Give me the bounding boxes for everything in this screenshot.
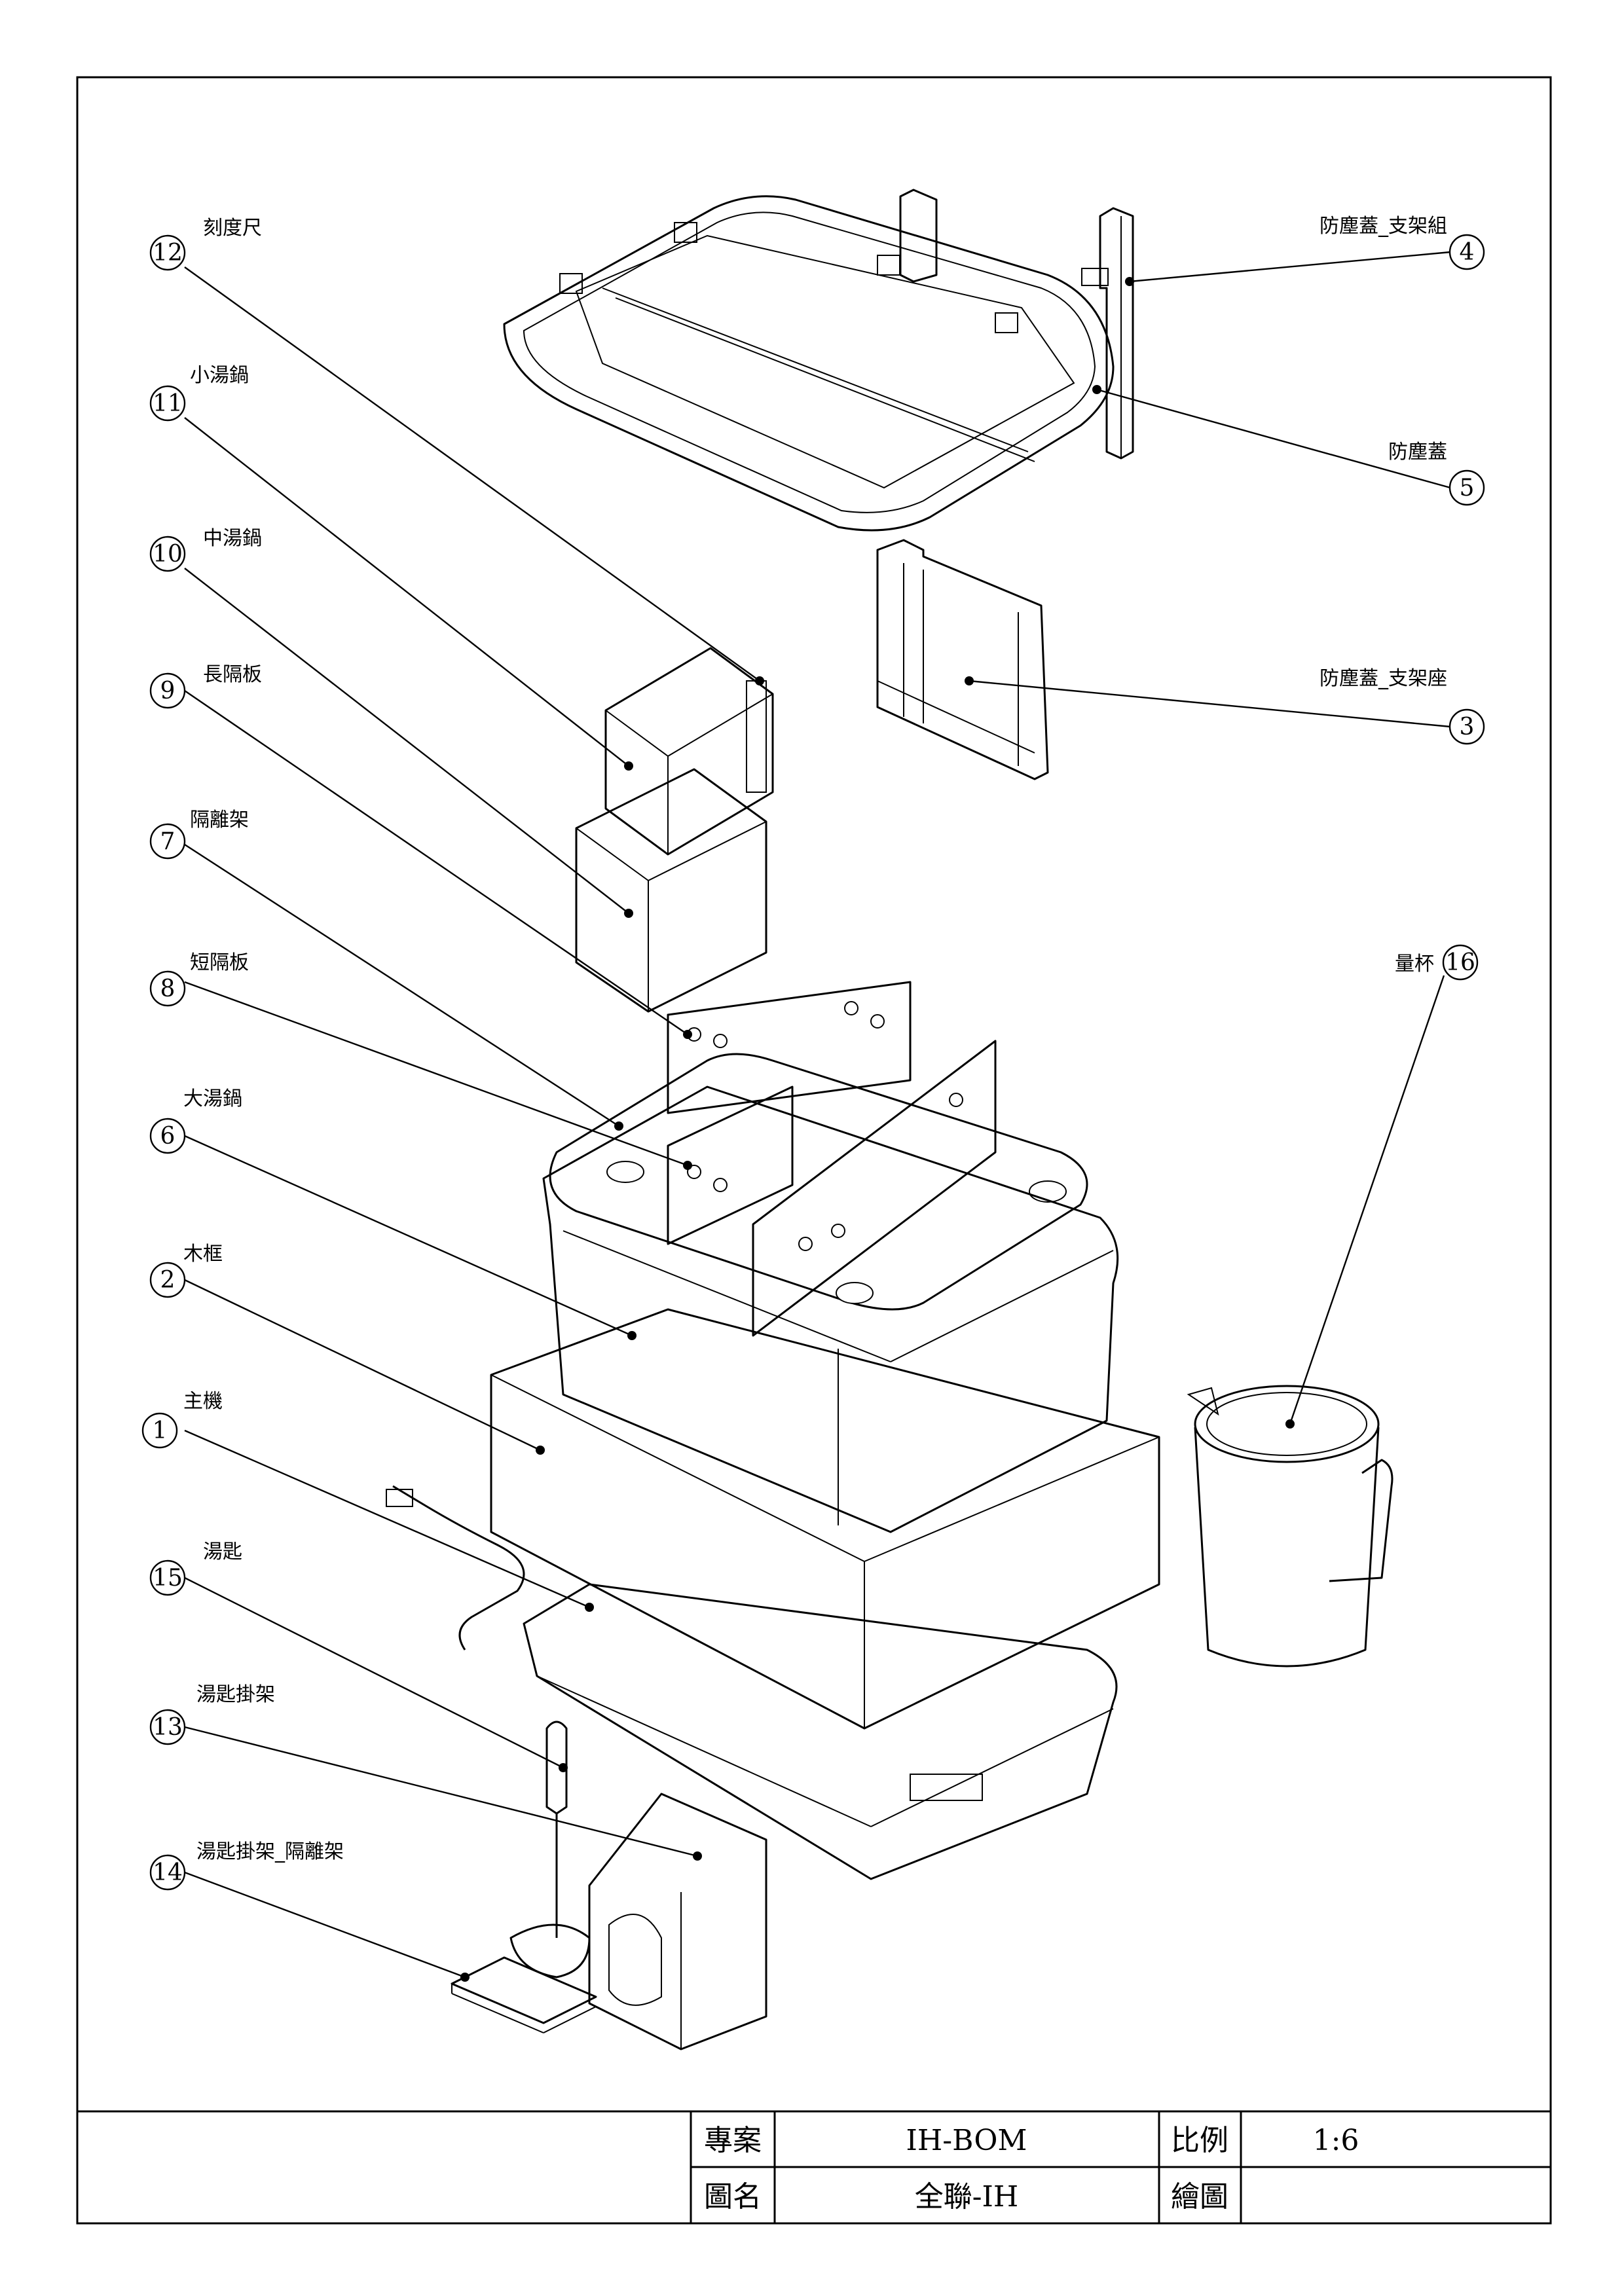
ladle-rack-tray (451, 1956, 597, 2033)
svg-text:13: 13 (153, 1714, 183, 1741)
callout-label: 隔離架 (190, 809, 249, 831)
callout-label: 防塵蓋 (1388, 441, 1447, 464)
callout-label: 刻度尺 (203, 217, 262, 240)
callout-2: 2 木框 (149, 1243, 223, 1298)
svg-text:3: 3 (1460, 714, 1475, 740)
callout-13: 13 湯匙掛架 (149, 1683, 275, 1745)
svg-text:1: 1 (153, 1417, 168, 1444)
long-divider (667, 981, 912, 1114)
svg-text:8: 8 (160, 975, 175, 1002)
callout-label: 湯匙掛架_隔離架 (196, 1840, 344, 1863)
callout-label: 長隔板 (203, 663, 262, 686)
callout-3: 3 防塵蓋_支架座 (1320, 667, 1485, 745)
dust-cover-lid (503, 189, 1115, 532)
ladle-hanger (588, 1793, 767, 2050)
svg-text:9: 9 (160, 678, 175, 704)
svg-text:15: 15 (153, 1565, 183, 1592)
callout-label: 防塵蓋_支架組 (1320, 215, 1447, 238)
callout-label: 小湯鍋 (190, 364, 249, 387)
callout-label: 中湯鍋 (203, 527, 262, 550)
title-block: 專案 IH-BOM 比例 1:6 圖名 全聯-IH 繪圖 (77, 2110, 1551, 2223)
soup-ladle (509, 1721, 591, 1978)
svg-text:2: 2 (160, 1267, 175, 1294)
scale-value: 1:6 (1313, 2124, 1359, 2157)
callout-11: 11 小湯鍋 (149, 364, 249, 422)
svg-text:16: 16 (1445, 949, 1475, 976)
measuring-cup (1187, 1385, 1393, 1667)
callout-9: 9 長隔板 (149, 663, 262, 709)
svg-text:4: 4 (1460, 239, 1475, 266)
short-divider (667, 1040, 997, 1337)
drawing-name-value: 全聯-IH (915, 2180, 1019, 2214)
small-soup-pot (604, 647, 774, 856)
callout-12: 12 刻度尺 (149, 217, 262, 271)
callout-label: 湯匙 (203, 1540, 242, 1563)
project-value: IH-BOM (906, 2124, 1027, 2157)
svg-text:6: 6 (160, 1123, 175, 1150)
callout-5: 5 防塵蓋 (1388, 441, 1485, 506)
svg-text:11: 11 (153, 390, 183, 417)
callout-6: 6 大湯鍋 (149, 1087, 242, 1154)
callout-label: 量杯 (1395, 953, 1434, 975)
drawing-name-label: 圖名 (704, 2180, 762, 2214)
callout-16: 16 量杯 (1395, 944, 1479, 981)
callout-10: 10 中湯鍋 (149, 527, 262, 572)
main-unit (386, 1485, 1118, 1880)
svg-text:5: 5 (1460, 475, 1475, 501)
callout-label: 木框 (183, 1243, 223, 1266)
callout-8: 8 短隔板 (149, 951, 249, 1007)
scale-label: 比例 (1171, 2124, 1228, 2157)
cover-bracket-seat (876, 539, 1049, 780)
cover-bracket-assembly (1081, 207, 1134, 460)
callout-label: 湯匙掛架 (196, 1683, 275, 1706)
svg-text:10: 10 (153, 541, 183, 568)
project-label: 專案 (704, 2124, 762, 2157)
leader-lines (184, 251, 1451, 1982)
drawing-border (76, 76, 1552, 2225)
svg-text:7: 7 (160, 828, 175, 855)
svg-text:14: 14 (153, 1859, 183, 1886)
callout-label: 大湯鍋 (183, 1087, 242, 1110)
svg-text:12: 12 (153, 240, 183, 266)
callout-4: 4 防塵蓋_支架組 (1320, 215, 1485, 270)
callout-label: 防塵蓋_支架座 (1320, 667, 1447, 690)
callout-7: 7 隔離架 (149, 809, 249, 860)
callout-15: 15 湯匙 (149, 1540, 242, 1596)
callout-label: 短隔板 (190, 951, 249, 974)
callout-label: 主機 (183, 1390, 223, 1413)
callout-1: 1 主機 (141, 1390, 223, 1449)
wooden-frame (490, 1308, 1160, 1730)
callout-14: 14 湯匙掛架_隔離架 (149, 1840, 344, 1891)
large-soup-pot (542, 1085, 1119, 1533)
drawn-by-label: 繪圖 (1171, 2180, 1228, 2214)
medium-soup-pot (575, 768, 767, 1013)
